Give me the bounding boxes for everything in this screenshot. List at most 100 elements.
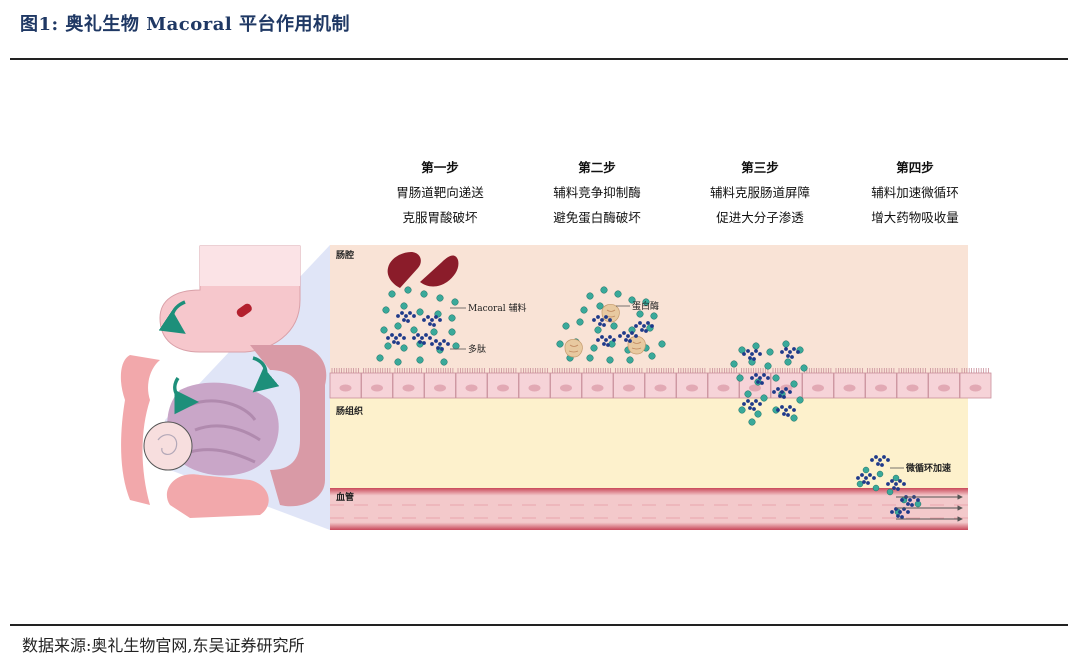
excipient-particle [614,290,622,298]
blood-flow-arrows [896,494,963,522]
tissue-label: 肠组织 [336,405,363,417]
peptide-molecule [856,473,876,485]
excipient-particle [764,362,772,370]
excipient-particle [452,342,460,350]
peptide-molecule [592,315,612,327]
epithelium-layer [329,368,992,399]
excipient-particle [440,358,448,366]
excipient-particle [744,390,752,398]
epithelial-cell [424,368,456,399]
peptide-molecule [430,339,450,351]
protease-label: 蛋白酶 [632,300,659,312]
step-1-heading: 第一步 [421,160,459,175]
molecule-particles [376,286,922,519]
peptide-molecule [396,311,416,323]
excipient-particle [752,342,760,350]
epithelial-cell [329,368,362,399]
excipient-particle [872,484,880,492]
excipient-particle [766,348,774,356]
peptide-molecule [780,347,800,359]
excipient-particle [736,374,744,382]
excipient-particle [876,470,884,478]
excipient-particle [856,480,864,488]
excipient-particle [576,318,584,326]
epithelial-cell [833,368,866,399]
peptide-molecule [750,373,770,385]
step-2-heading: 第二步 [578,160,616,175]
excipient-particle [448,328,456,336]
step-4-line1: 辅料加速微循环 [871,185,959,200]
epithelial-cell [361,368,393,399]
epithelial-cell [928,368,960,399]
peptide-molecule [634,321,654,333]
peptide-molecule [596,335,616,347]
epithelial-cell [392,368,425,399]
peptide-molecule [386,333,406,345]
excipient-particle [772,374,780,382]
excipient-particle [594,326,602,334]
excipient-particle [796,396,804,404]
peptide-molecule [772,387,792,399]
excipient-particle [562,322,570,330]
arrow-icon [252,356,280,393]
excipient-particle [650,312,658,320]
excipient-particle [790,414,798,422]
excipient-particle [376,354,384,362]
epithelial-cell [707,368,740,399]
step-4-line2: 增大药物吸收量 [871,210,959,225]
stomach-illustration [159,245,301,353]
peptide-label: 多肽 [468,343,486,355]
excipient-particle [790,380,798,388]
excipient-particle [738,346,746,354]
excipient-particle [416,356,424,364]
step-1-caption: 第一步 胃肠道靶向递送 克服胃酸破坏 [355,155,525,230]
epithelial-cell [959,368,992,399]
excipient-particle [380,326,388,334]
excipient-particle [800,364,808,372]
step-3-caption: 第三步 辅料克服肠道屏障 促进大分子渗透 [675,155,845,230]
lumen-zone [330,245,968,373]
excipient-particle [580,306,588,314]
step-2-caption: 第二步 辅料竞争抑制酶 避免蛋白酶破坏 [512,155,682,230]
excipient-particle [782,340,790,348]
arrow-icon [173,377,199,415]
peptide-molecule [776,405,796,417]
peptide-molecule [890,507,910,519]
step-4-heading: 第四步 [896,160,934,175]
step-4-caption: 第四步 辅料加速微循环 增大药物吸收量 [830,155,1000,230]
excipient-particle [394,358,402,366]
epithelial-cell [550,368,582,399]
excipient-particle [410,326,418,334]
vessel-label: 血管 [336,491,354,503]
excipient-particle [648,352,656,360]
excipient-particle [862,466,870,474]
zoom-circle [143,421,193,471]
step-3-line2: 促进大分子渗透 [716,210,804,225]
excipient-particle [658,340,666,348]
epithelial-cell [676,368,708,399]
excipient-label: Macoral 辅料 [468,302,526,314]
excipient-particle [600,286,608,294]
capsule-in-stomach [236,303,252,318]
excipient-particle [430,328,438,336]
excipient-particle [610,322,618,330]
excipient-particle [626,356,634,364]
excipient-particle [382,306,390,314]
excipient-particle [642,298,650,306]
excipient-particle [754,410,762,418]
peptide-molecule [412,333,432,345]
peristalsis-arrows [158,300,280,415]
epithelial-cell [613,368,645,399]
peptide-molecule [422,315,442,327]
step-1-line2: 克服胃酸破坏 [402,210,478,225]
epithelial-cell [896,368,929,399]
microcirculation-label: 微循环加速 [905,462,951,474]
epithelial-cell [644,368,677,399]
excipient-particle [416,308,424,316]
epithelial-cell [581,368,614,399]
protease-enzyme [564,338,583,358]
excipient-particle [384,342,392,350]
excipient-particle [590,344,598,352]
step-1-line1: 胃肠道靶向递送 [396,185,484,200]
